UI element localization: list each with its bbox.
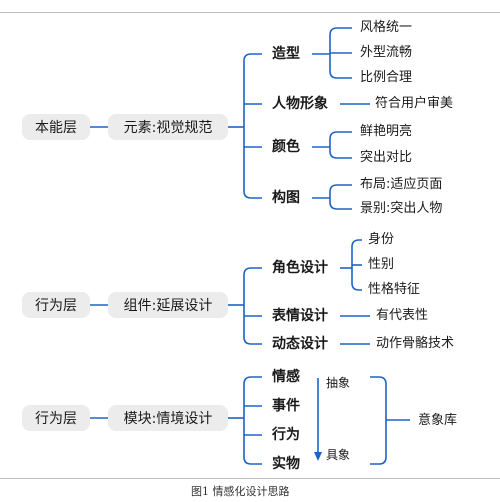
leaf-item: 身份 <box>368 232 395 247</box>
branch-object: 实物 <box>272 456 300 472</box>
leaf-item: 鲜艳明亮 <box>360 124 413 139</box>
branch-color: 颜色 <box>272 139 300 155</box>
axis-label-abstract: 抽象 <box>326 376 351 390</box>
branch-event: 事件 <box>272 398 300 414</box>
leaf-item: 动作骨骼技术 <box>376 336 455 351</box>
layer-box-behavior-2: 行为层 <box>22 405 90 431</box>
branch-character: 人物形象 <box>272 96 328 112</box>
branch-shape: 造型 <box>272 46 300 62</box>
figure-caption: 图1 情感化设计思路 <box>191 485 290 498</box>
element-box-extension: 组件:延展设计 <box>108 292 228 318</box>
branch-bracket <box>243 267 262 345</box>
layer-label: 本能层 <box>35 120 77 136</box>
element-box-scenario: 模块:情境设计 <box>108 405 228 431</box>
branch-behavior: 行为 <box>272 427 300 443</box>
leaf-item: 风格统一 <box>360 20 413 35</box>
layer-box-instinct: 本能层 <box>22 114 90 140</box>
axis-label-concrete: 具象 <box>326 448 351 462</box>
branch-bracket <box>243 376 262 465</box>
element-label: 模块:情境设计 <box>123 411 213 427</box>
branch-motion-design: 动态设计 <box>272 336 328 352</box>
leaf-item: 性格特征 <box>368 282 421 297</box>
result-bracket <box>370 376 387 465</box>
leaf-item: 有代表性 <box>376 308 429 323</box>
leaf-item: 性别 <box>368 257 395 272</box>
layer-box-behavior: 行为层 <box>22 292 90 318</box>
leaf-item: 景别:突出人物 <box>360 201 443 216</box>
leaf-bracket <box>329 184 352 210</box>
branch-expression-design: 表情设计 <box>272 308 328 324</box>
layer-label: 行为层 <box>35 411 77 427</box>
bottom-rule <box>0 478 500 479</box>
leaf-item: 布局:适应页面 <box>360 177 443 192</box>
leaf-item: 突出对比 <box>360 150 413 165</box>
element-label: 组件:延展设计 <box>123 298 213 314</box>
element-label: 元素:视觉规范 <box>123 120 213 136</box>
leaf-item: 符合用户审美 <box>375 96 454 111</box>
arrow-head <box>314 452 322 461</box>
connector-lines <box>90 27 410 465</box>
element-box-visual: 元素:视觉规范 <box>108 114 228 140</box>
branch-emotion: 情感 <box>272 369 300 385</box>
branch-role-design: 角色设计 <box>272 260 328 276</box>
result-imagery-library: 意象库 <box>418 413 458 428</box>
branch-bracket <box>243 53 262 199</box>
leaf-item: 外型流畅 <box>360 45 413 60</box>
leaf-bracket <box>329 131 352 159</box>
top-rule <box>0 12 500 13</box>
layer-label: 行为层 <box>35 298 77 314</box>
branch-composition: 构图 <box>272 190 300 206</box>
leaf-item: 比例合理 <box>360 70 413 85</box>
